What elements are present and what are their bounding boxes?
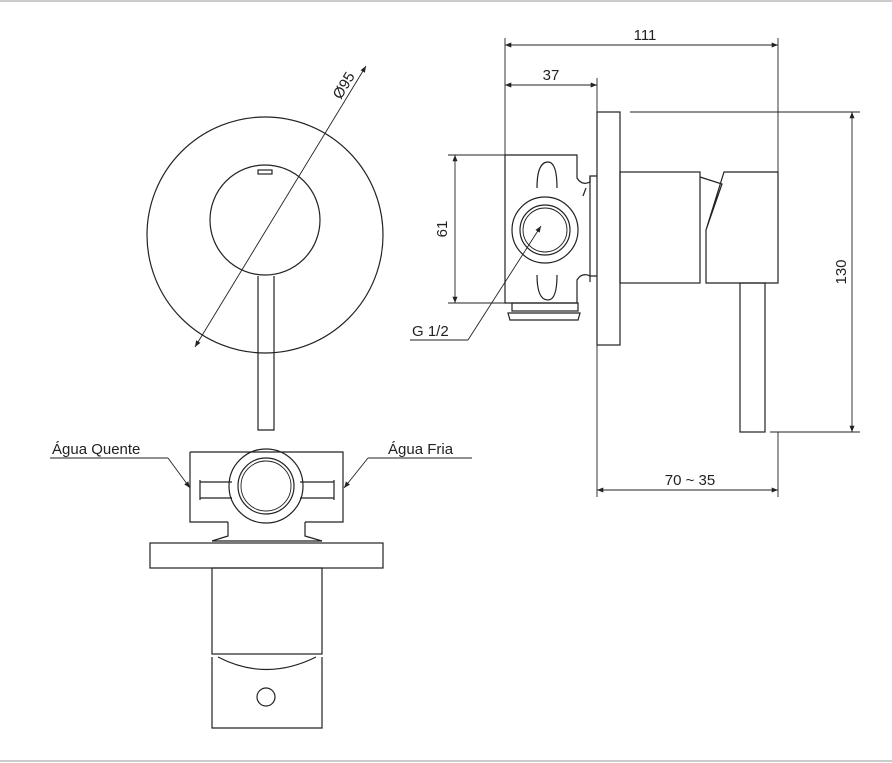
handle-side <box>699 171 779 284</box>
cartridge-body <box>619 171 701 284</box>
valve-block <box>189 451 344 523</box>
handle-screw <box>256 687 276 707</box>
inlet-ring-bottom <box>228 448 304 524</box>
flange <box>596 111 621 346</box>
lever-side <box>739 282 766 433</box>
overall-depth-label: 111 <box>634 27 657 44</box>
side-view <box>504 111 779 433</box>
valve-body <box>504 154 597 304</box>
inlet-ring <box>511 196 579 264</box>
hot-water-label: Água Quente <box>52 441 140 458</box>
lever <box>257 276 275 431</box>
cold-water-label: Água Fria <box>388 441 454 458</box>
handle-dot <box>257 169 273 175</box>
body-height-label: 61 <box>434 221 451 238</box>
adjustable-depth-label: 70 ~ 35 <box>665 472 715 489</box>
body-depth-label: 37 <box>543 67 560 84</box>
diameter-dimension-line <box>194 65 367 348</box>
overall-height-label: 130 <box>833 259 850 284</box>
handle-body <box>209 164 321 276</box>
dimensions: 111 37 61 130 70 ~ 35 G 1/2 <box>410 27 860 497</box>
thread-label: G 1/2 <box>412 323 449 340</box>
handle-bottom <box>211 656 323 729</box>
cartridge-bottom <box>211 567 323 655</box>
bottom-view: Água Quente Água Fria <box>50 441 472 729</box>
flange-bottom <box>149 542 384 569</box>
front-view: Ø95 <box>146 65 384 431</box>
escutcheon-plate <box>146 116 384 354</box>
cross-bar <box>536 161 558 301</box>
